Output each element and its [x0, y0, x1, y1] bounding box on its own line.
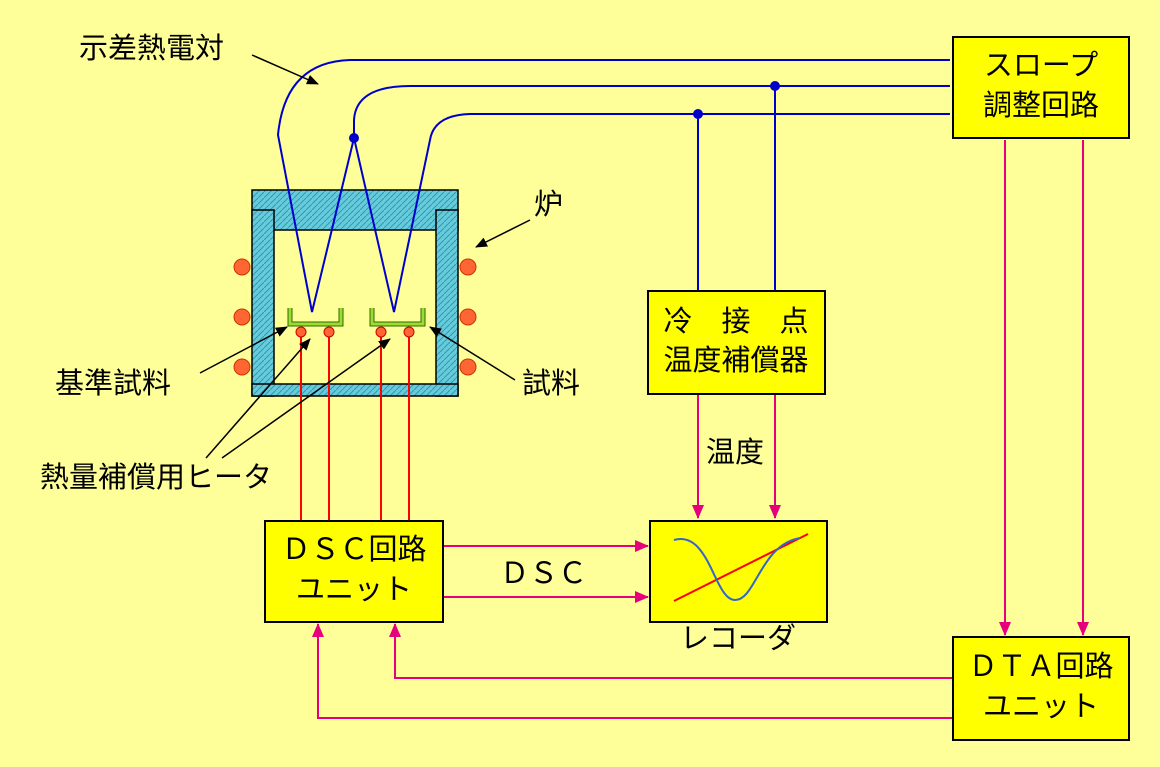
signal-arrows [312, 140, 1089, 719]
slope-box-line2: 調整回路 [983, 88, 1099, 122]
furnace-bottom [251, 383, 459, 397]
cold-junction-line2: 温度補償器 [663, 343, 808, 377]
dsc-signal-label: ＤＳＣ [500, 556, 587, 590]
dsc-unit-line1: ＤＳＣ回路 [281, 532, 426, 566]
furnace-heater-dots [233, 258, 477, 376]
heater-wires [300, 334, 410, 520]
slope-box-line1: スロープ [984, 48, 1098, 82]
sample-pan [369, 308, 426, 327]
junction-dot [349, 133, 359, 143]
cold-junction-box: 冷 接 点 温度補償器 [647, 290, 826, 395]
furnace-left-wall [251, 209, 275, 397]
reference-sample-pointer [199, 326, 288, 374]
dta-unit-line2: ユニット [983, 689, 1099, 723]
dsc-unit-line2: ユニット [296, 572, 412, 606]
recorder-label: レコーダ [680, 621, 796, 655]
reference-sample-label: 基準試料 [55, 366, 171, 400]
dsc-unit-box: ＤＳＣ回路 ユニット [264, 520, 444, 623]
heater-pointer-reference [205, 338, 311, 459]
sample-label: 試料 [522, 366, 580, 400]
dta-unit-line1: ＤＴＡ回路 [968, 649, 1113, 683]
slope-box: スロープ 調整回路 [952, 36, 1130, 139]
recorder-temperature-trace [673, 533, 809, 602]
furnace-lid [251, 189, 459, 231]
cold-junction-line1: 冷 接 点 [663, 304, 808, 338]
recorder-dsc-trace [673, 537, 801, 602]
heater-label: 熱量補償用ヒータ [40, 460, 272, 494]
reference-pan [287, 308, 344, 327]
dta-unit-box: ＤＴＡ回路 ユニット [952, 636, 1130, 741]
junction-dot [693, 109, 703, 119]
junction-dot [770, 81, 780, 91]
thermocouple-pointer [251, 54, 319, 85]
heater-pointer-sample [221, 338, 391, 459]
recorder-box [649, 520, 828, 623]
furnace [251, 189, 459, 397]
thermocouple-wires [276, 59, 950, 313]
sample-pointer [429, 326, 516, 381]
furnace-label: 炉 [534, 187, 563, 221]
temperature-label: 温度 [706, 435, 764, 469]
furnace-pointer [475, 219, 531, 248]
compensation-heaters [295, 326, 415, 338]
furnace-right-wall [435, 209, 459, 397]
thermocouple-label: 示差熱電対 [79, 31, 224, 65]
